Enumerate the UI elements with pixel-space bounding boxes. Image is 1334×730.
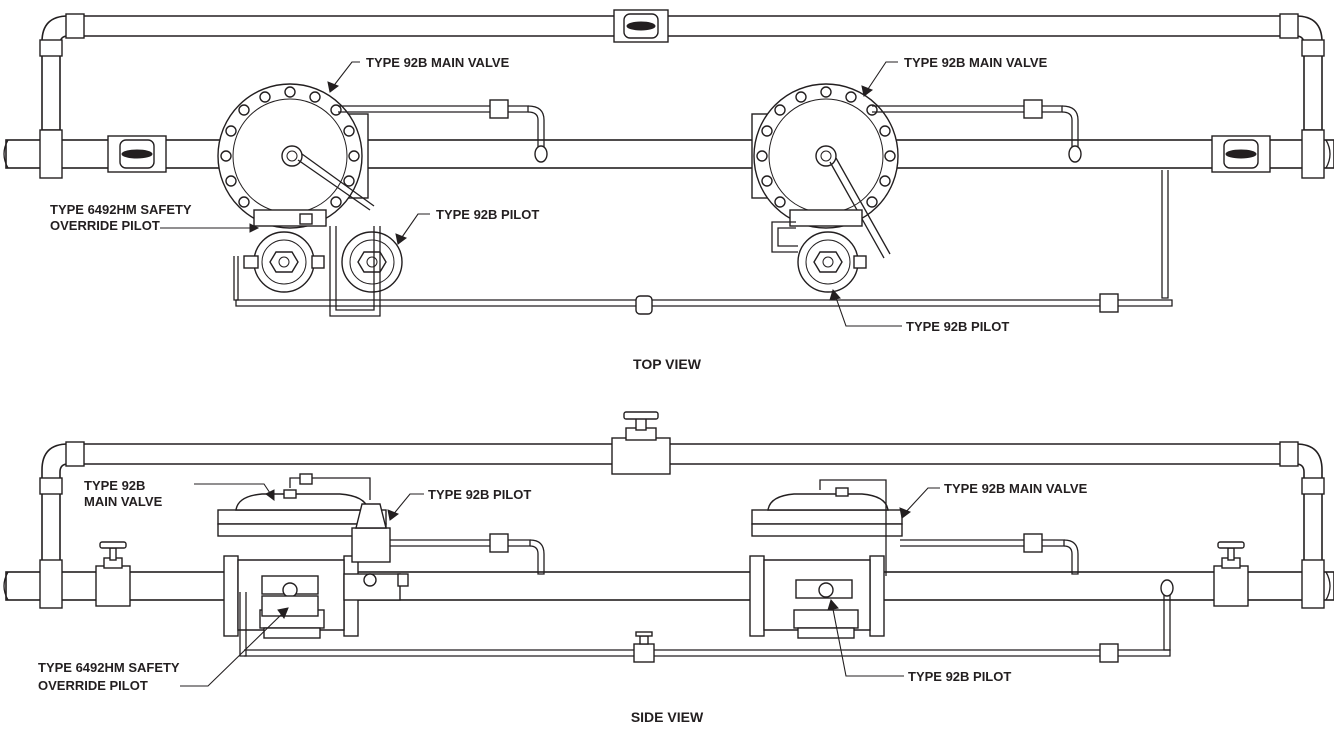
top-label-pilot-right: TYPE 92B PILOT — [906, 319, 1009, 334]
side-sensing-union — [1099, 643, 1119, 663]
top-left-pilot — [329, 226, 403, 317]
side-view-drawing — [3, 411, 1334, 687]
top-right-main-valve — [751, 83, 1082, 259]
side-right-control-line — [900, 539, 1065, 547]
side-main-pipe — [3, 559, 1334, 609]
top-label-pilot-left: TYPE 92B PILOT — [436, 207, 539, 222]
side-label-main-valve-left-line1: TYPE 92B — [84, 478, 145, 493]
top-label-safety-pilot-line2: OVERRIDE PILOT — [50, 218, 160, 233]
side-right-elbow — [1063, 539, 1079, 575]
top-leader-pilot-right — [833, 291, 902, 327]
top-sensing-fitting — [635, 295, 653, 315]
top-view-drawing — [3, 9, 1334, 327]
top-left-main-valve — [217, 83, 548, 229]
side-leader-pilot-right — [831, 603, 904, 677]
side-left-pilot — [343, 503, 409, 601]
side-right-union — [1023, 533, 1043, 553]
side-label-main-valve-right: TYPE 92B MAIN VALVE — [944, 481, 1088, 496]
top-main-pipe — [3, 129, 1334, 179]
side-inlet-valve — [95, 541, 131, 607]
side-label-safety-pilot-line2: OVERRIDE PILOT — [38, 678, 148, 693]
top-label-safety-pilot-line1: TYPE 6492HM SAFETY — [50, 202, 192, 217]
top-downstream-riser — [1161, 170, 1169, 299]
top-label-main-valve-left: TYPE 92B MAIN VALVE — [366, 55, 510, 70]
top-safety-override-pilot — [233, 231, 641, 307]
side-bypass-pipe — [39, 441, 1325, 569]
side-leader-pilot-left — [391, 493, 424, 517]
side-label-main-valve-left-line2: MAIN VALVE — [84, 494, 163, 509]
top-right-pilot — [771, 221, 867, 293]
top-sensing-union — [1099, 293, 1119, 313]
side-downstream-riser — [1163, 590, 1171, 651]
top-bypass-valve — [613, 9, 669, 43]
top-leader-main-valve-left — [331, 61, 360, 89]
top-leader-pilot-left — [399, 213, 430, 241]
top-view-title: TOP VIEW — [633, 356, 702, 372]
side-label-safety-pilot-line1: TYPE 6492HM SAFETY — [38, 660, 180, 675]
side-leader-safety-pilot — [180, 611, 285, 687]
side-sensing-valve — [633, 631, 655, 663]
side-label-pilot-right: TYPE 92B PILOT — [908, 669, 1011, 684]
side-leader-main-valve-right — [903, 487, 940, 515]
side-right-main-valve — [749, 479, 903, 639]
side-sensing-line — [244, 649, 1171, 657]
side-left-control-line — [390, 539, 531, 547]
side-view-title: SIDE VIEW — [631, 709, 704, 725]
side-safety-override-pilot — [239, 592, 319, 657]
side-label-pilot-left: TYPE 92B PILOT — [428, 487, 531, 502]
top-outlet-valve — [1211, 135, 1271, 173]
side-left-elbow — [529, 539, 545, 575]
top-leader-main-valve-right — [865, 61, 898, 93]
top-inlet-valve — [107, 135, 167, 173]
side-bypass-valve — [611, 411, 671, 475]
side-outlet-valve — [1213, 541, 1249, 607]
top-sensing-line — [652, 299, 1173, 307]
side-left-union — [489, 533, 509, 553]
top-label-main-valve-right: TYPE 92B MAIN VALVE — [904, 55, 1048, 70]
